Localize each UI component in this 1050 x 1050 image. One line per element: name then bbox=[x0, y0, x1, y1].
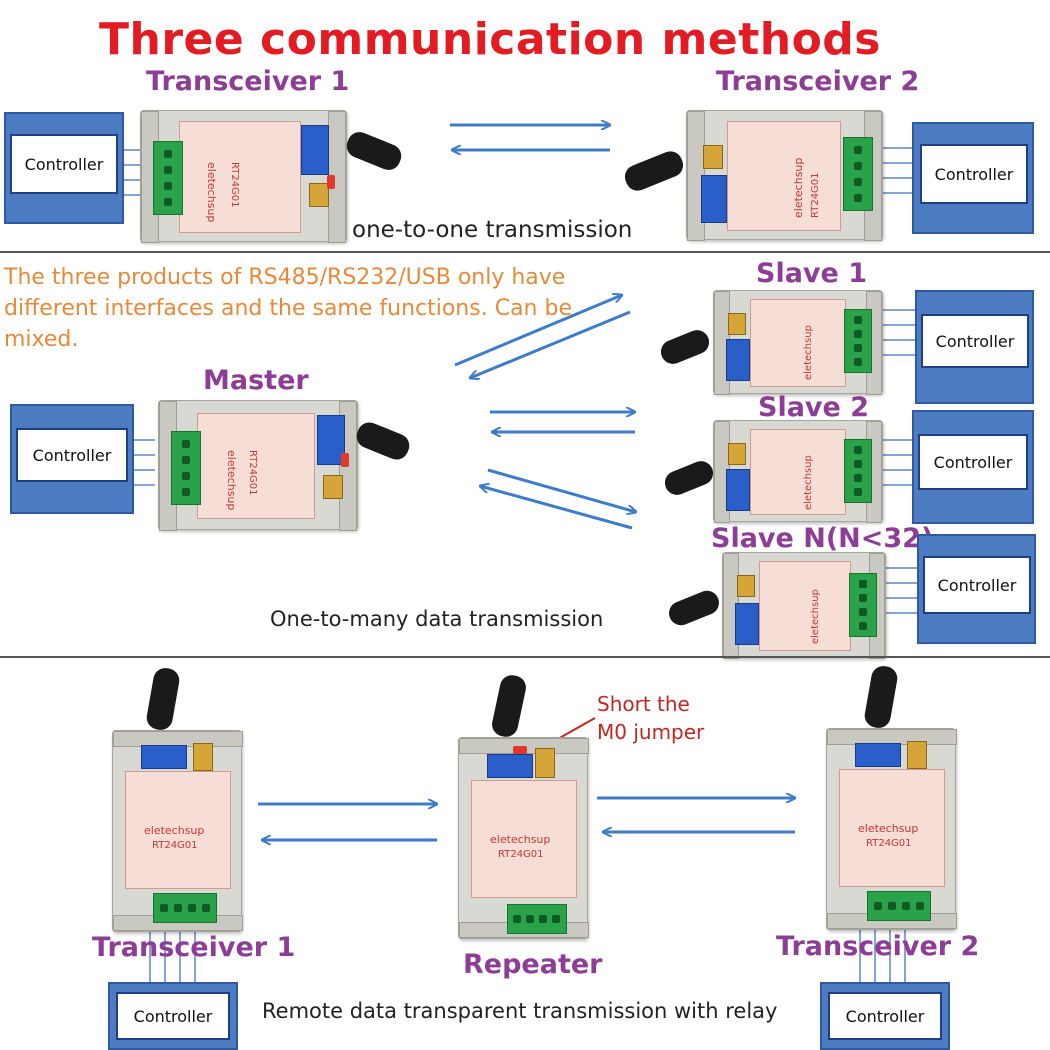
transceiver-device: eletechsup RT24G01 bbox=[686, 110, 883, 241]
antenna-connector bbox=[703, 145, 723, 169]
device-model: RT24G01 bbox=[229, 162, 240, 208]
controller-label: Controller bbox=[10, 134, 118, 194]
device-model: RT24G01 bbox=[866, 838, 912, 849]
terminal-block bbox=[153, 141, 183, 215]
controller-label: Controller bbox=[828, 992, 942, 1040]
jumper-pointer bbox=[555, 717, 596, 741]
controller-label: Controller bbox=[918, 434, 1028, 490]
device-brand: eletechsup bbox=[490, 833, 551, 846]
slave-device: eletechsup bbox=[722, 552, 886, 659]
transceiver-1-label: Transceiver 1 bbox=[146, 66, 350, 97]
slave-2-label: Slave 2 bbox=[758, 392, 870, 423]
controller-label: Controller bbox=[921, 314, 1029, 368]
terminal-block bbox=[844, 309, 872, 373]
controller-label: Controller bbox=[116, 992, 230, 1040]
jumper-note: Short the M0 jumper bbox=[597, 690, 704, 746]
terminal-block bbox=[171, 431, 201, 505]
terminal-block bbox=[849, 573, 877, 637]
antenna-connector bbox=[309, 183, 329, 207]
one-to-one-caption: one-to-one transmission bbox=[352, 217, 633, 243]
device-brand: eletechsup bbox=[225, 450, 238, 511]
device-model: RT24G01 bbox=[247, 450, 258, 496]
dip-switch bbox=[726, 469, 750, 511]
relay-caption: Remote data transparent transmission wit… bbox=[262, 999, 778, 1023]
section-divider bbox=[0, 251, 1050, 253]
slave-1-label: Slave 1 bbox=[756, 258, 868, 289]
device-model: RT24G01 bbox=[152, 840, 198, 851]
compatibility-note: The three products of RS485/RS232/USB on… bbox=[4, 265, 572, 352]
transceiver-device: eletechsup RT24G01 bbox=[140, 110, 347, 243]
controller-box: Controller bbox=[4, 112, 124, 224]
controller-box: Controller bbox=[108, 982, 238, 1050]
arrow-diag-up-back bbox=[470, 310, 631, 378]
one-to-many-caption: One-to-many data transmission bbox=[270, 607, 604, 631]
slave-device: eletechsup bbox=[713, 290, 883, 395]
device-brand: eletechsup bbox=[792, 157, 805, 218]
antenna-connector bbox=[323, 475, 343, 499]
antenna-connector bbox=[535, 748, 555, 778]
device-model: RT24G01 bbox=[810, 172, 821, 218]
dip-switch bbox=[701, 175, 727, 223]
controller-box: Controller bbox=[915, 290, 1034, 404]
device-brand: eletechsup bbox=[803, 455, 814, 510]
dip-switch bbox=[487, 754, 533, 778]
dip-switch bbox=[317, 415, 345, 465]
arrow-diag-down bbox=[487, 468, 636, 512]
transceiver-1-label: Transceiver 1 bbox=[92, 932, 296, 963]
device-brand: eletechsup bbox=[144, 824, 205, 837]
antenna-connector bbox=[907, 741, 927, 769]
transceiver-device: eletechsup RT24G01 bbox=[826, 728, 957, 930]
device-brand: eletechsup bbox=[205, 162, 218, 223]
slave-device: eletechsup bbox=[713, 420, 883, 523]
dip-switch bbox=[301, 125, 329, 175]
page-title: Three communication methods bbox=[99, 14, 881, 65]
controller-label: Controller bbox=[16, 428, 128, 482]
repeater-device: eletechsup RT24G01 bbox=[458, 737, 589, 939]
dip-switch bbox=[855, 743, 901, 767]
arrow-diag-down-back bbox=[480, 486, 633, 530]
antenna-connector bbox=[737, 575, 755, 597]
controller-box: Controller bbox=[912, 122, 1034, 234]
jumper-note-line1: Short the bbox=[597, 692, 690, 716]
terminal-block bbox=[843, 137, 873, 211]
transceiver-2-label: Transceiver 2 bbox=[776, 931, 980, 962]
antenna-connector bbox=[193, 743, 213, 771]
controller-box: Controller bbox=[917, 534, 1036, 644]
jumper-note-line2: M0 jumper bbox=[597, 720, 705, 744]
device-brand: eletechsup bbox=[858, 822, 919, 835]
device-model: RT24G01 bbox=[498, 849, 544, 860]
controller-box: Controller bbox=[820, 982, 950, 1050]
antenna-connector bbox=[728, 443, 746, 465]
terminal-block bbox=[153, 893, 217, 923]
arrow-diag-up bbox=[454, 295, 622, 367]
slave-n-label: Slave N(N<32) bbox=[711, 523, 934, 554]
dip-switch bbox=[726, 339, 750, 381]
section-divider bbox=[0, 656, 1050, 658]
transceiver-2-label: Transceiver 2 bbox=[716, 66, 920, 97]
device-brand: eletechsup bbox=[803, 325, 814, 380]
controller-label: Controller bbox=[920, 144, 1028, 204]
controller-label: Controller bbox=[923, 556, 1031, 614]
terminal-block bbox=[844, 439, 872, 503]
master-label: Master bbox=[203, 365, 309, 396]
dip-switch bbox=[735, 603, 759, 645]
controller-box: Controller bbox=[10, 404, 134, 514]
terminal-block bbox=[867, 891, 931, 921]
controller-box: Controller bbox=[912, 410, 1034, 524]
repeater-label: Repeater bbox=[463, 949, 603, 980]
dip-switch bbox=[141, 745, 187, 769]
master-device: eletechsup RT24G01 bbox=[158, 400, 358, 531]
transceiver-device: eletechsup RT24G01 bbox=[112, 730, 243, 932]
device-brand: eletechsup bbox=[810, 589, 821, 644]
terminal-block bbox=[507, 904, 567, 934]
antenna-connector bbox=[728, 313, 746, 335]
